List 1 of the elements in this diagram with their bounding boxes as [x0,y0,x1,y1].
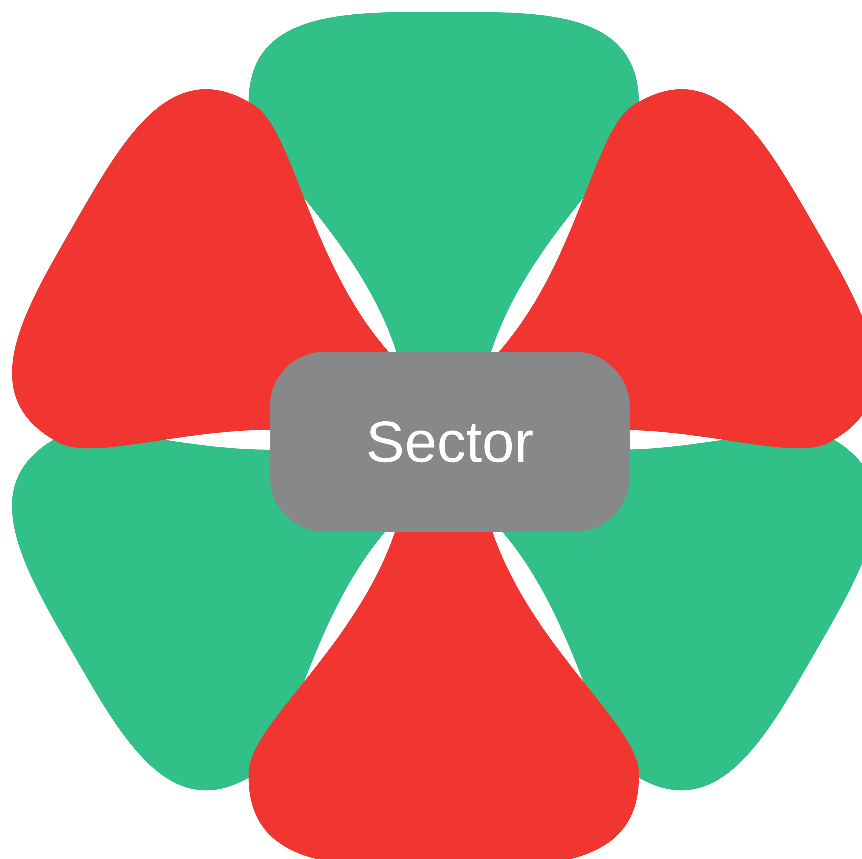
center-label-box: Sector [270,352,630,532]
